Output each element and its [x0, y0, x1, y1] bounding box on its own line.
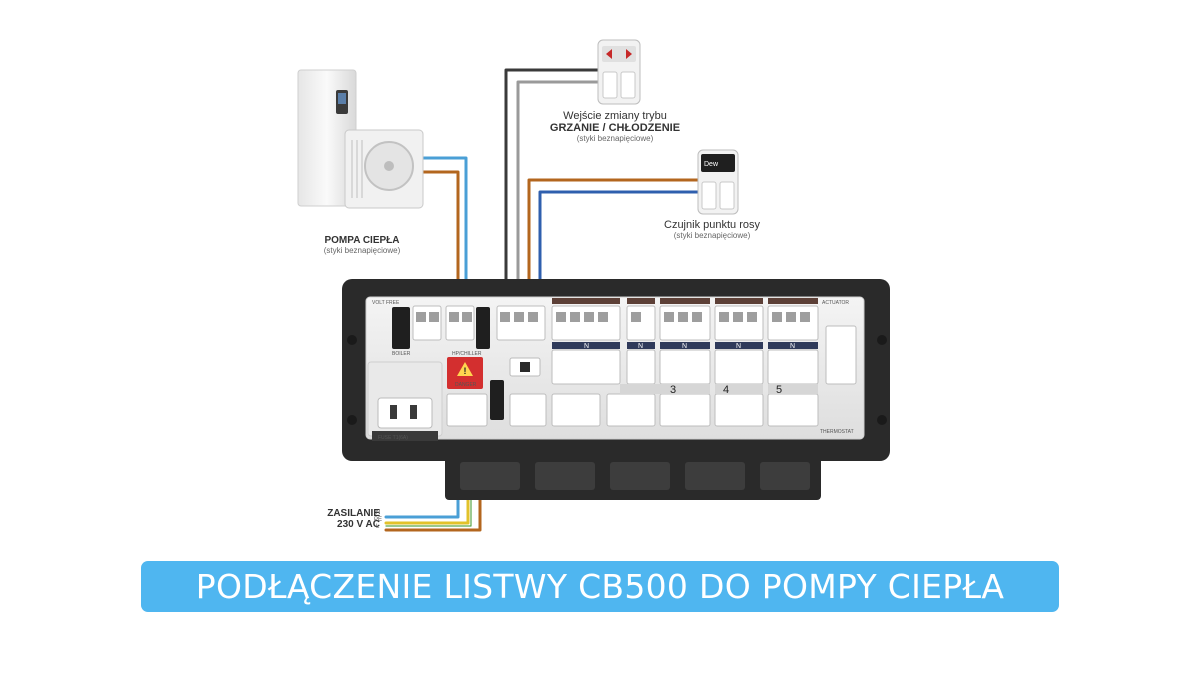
relay-n-label: N — [682, 343, 687, 350]
wire-mode-dark — [504, 68, 600, 304]
title-banner: PODŁĄCZENIE LISTWY CB500 DO POMPY CIEPŁA — [141, 561, 1059, 612]
thermostat-text: THERMOSTAT — [820, 429, 854, 435]
power-line2: 230 V AC — [337, 519, 380, 530]
mode-input-note: (styki beznapięciowe) — [576, 134, 654, 143]
wire-dew-brown — [527, 178, 700, 304]
relay-n-label: N — [790, 343, 795, 350]
danger-text: DANGER — [455, 382, 477, 388]
dew-sensor-note: (styki beznapięciowe) — [673, 231, 751, 240]
dew-sensor-label: Czujnik punktu rosy (styki beznapięciowe… — [648, 219, 776, 240]
power-wire-letters: N PE L — [374, 510, 383, 531]
wire-heatpump-brown — [418, 170, 460, 304]
hp-chiller-text: HP/CHILLER — [452, 351, 482, 357]
relay-n-label: N — [736, 343, 741, 350]
channel-number: 3 — [670, 384, 676, 396]
channel-number: 4 — [723, 384, 729, 396]
heat-pump-label: POMPA CIEPŁA (styki beznapięciowe) — [300, 235, 424, 255]
mode-switch-module — [597, 39, 641, 105]
wire-dew-navy — [538, 190, 700, 304]
relay-n-labels: N N N N N — [584, 343, 795, 350]
power-pe-letter: PE — [374, 517, 383, 523]
svg-text:Dew: Dew — [704, 161, 719, 168]
wire-heatpump-blue — [418, 156, 468, 304]
relay-n-label: N — [584, 343, 589, 350]
heat-pump-title: POMPA CIEPŁA — [324, 235, 400, 246]
channel-number: 5 — [776, 384, 782, 396]
mode-input-label: Wejście zmiany trybu GRZANIE / CHŁODZENI… — [540, 110, 690, 143]
cb500-board: ! — [342, 279, 890, 500]
actuator-text: ACTUATOR — [822, 300, 849, 306]
heat-pump-image — [297, 69, 424, 209]
wire-mode-grey — [516, 80, 600, 304]
fuse-text: FUSE T1(6A) — [378, 435, 408, 441]
volt-free-text: VOLT FREE — [372, 300, 400, 306]
power-n-letter: N — [376, 510, 381, 516]
power-l-letter: L — [376, 524, 380, 530]
mode-input-line1: Wejście zmiany trybu — [563, 110, 667, 122]
svg-text:!: ! — [464, 366, 467, 376]
boiler-text: BOILER — [392, 351, 411, 357]
power-label: ZASILANIE 230 V AC — [300, 508, 380, 530]
mode-input-line2: GRZANIE / CHŁODZENIE — [549, 122, 681, 134]
relay-n-label: N — [638, 343, 643, 350]
dew-sensor-title: Czujnik punktu rosy — [664, 219, 760, 231]
power-line1: ZASILANIE — [327, 508, 380, 519]
dew-sensor-module: Dew — [697, 149, 739, 215]
heat-pump-note: (styki beznapięciowe) — [323, 246, 401, 255]
